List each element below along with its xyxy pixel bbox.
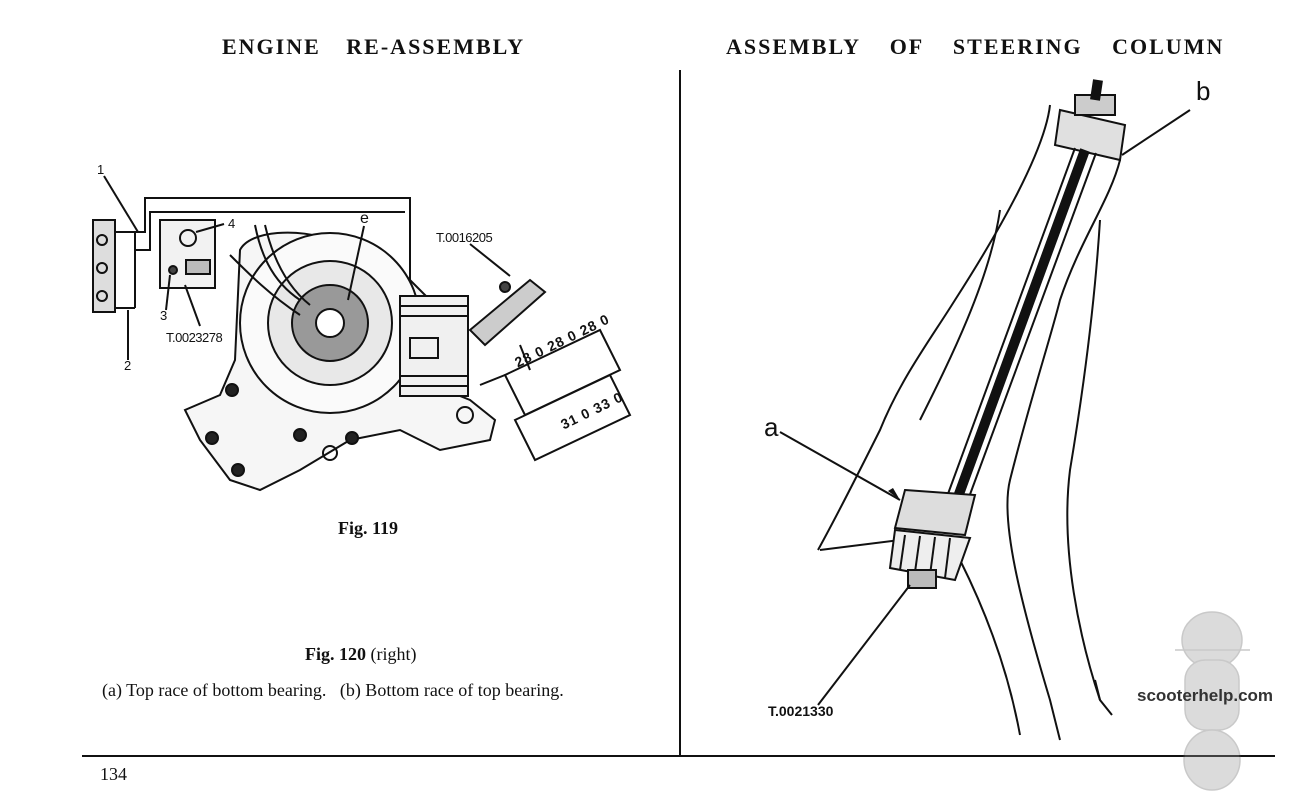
callout-a: a (764, 412, 779, 442)
watermark-text: scooterhelp.com (1137, 686, 1274, 705)
page-number: 134 (100, 764, 127, 784)
figure-120-caption-bold: Fig. 120 (305, 644, 366, 664)
callout-e: e (360, 210, 369, 227)
figure-120-description: (a) Top race of bottom bearing. (b) Bott… (102, 680, 564, 700)
left-page-heading: ENGINE RE-ASSEMBLY (222, 34, 526, 59)
callout-3: 3 (160, 308, 168, 323)
callout-1: 1 (97, 162, 105, 177)
right-page-heading: ASSEMBLY OF STEERING COLUMN (726, 34, 1225, 59)
tool-label-t0021330: T.0021330 (768, 703, 834, 719)
figure-120-caption: Fig. 120 (right) (305, 644, 416, 665)
figure-120-caption-rest: (right) (370, 644, 417, 664)
callout-b: b (1196, 76, 1211, 106)
tool-label-t0016205: T.0016205 (436, 230, 493, 245)
figure-119-caption: Fig. 119 (338, 518, 399, 538)
callout-4: 4 (228, 216, 236, 231)
callout-2: 2 (124, 358, 132, 373)
tool-label-t0023278: T.0023278 (166, 330, 223, 345)
